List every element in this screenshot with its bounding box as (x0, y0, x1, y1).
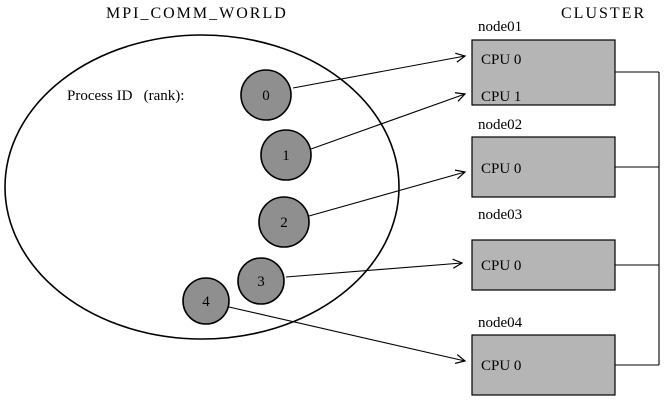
rank-1-label: 1 (282, 148, 290, 164)
node04-rect (471, 334, 616, 396)
node02-group: node02 CPU 0 (471, 117, 616, 198)
rank-circle-4: 4 (182, 277, 230, 325)
arrow-rank1-to-node01-cpu1 (310, 92, 467, 150)
node04-cpu0-label: CPU 0 (481, 358, 521, 374)
arrow-rank4-to-node04-cpu0 (228, 306, 467, 364)
node01-group: node01 CPU 0 CPU 1 (471, 19, 616, 106)
rank-4-label: 4 (202, 294, 210, 310)
node04-name: node04 (478, 315, 523, 331)
node03-name: node03 (478, 207, 522, 223)
rank-0-label: 0 (262, 88, 270, 104)
node04-group: node04 CPU 0 (471, 315, 616, 396)
rank-circle-0: 0 (240, 69, 292, 121)
node01-cpu1-label: CPU 1 (481, 89, 521, 105)
node03-cpu0-label: CPU 0 (481, 258, 521, 274)
comm-world-ellipse (4, 34, 400, 340)
rank-2-label: 2 (280, 215, 288, 231)
rank-3-circle (237, 257, 285, 305)
node02-cpu0-label: CPU 0 (481, 161, 521, 177)
process-id-label: Process ID (rank): (67, 88, 184, 104)
arrow-rank2-to-node02-cpu0 (308, 169, 467, 217)
arrow-rank0-to-node01-cpu0 (292, 52, 467, 89)
node01-rect (471, 39, 616, 106)
rank-0-circle (240, 69, 292, 121)
node01-name: node01 (478, 19, 522, 35)
rank-circle-3: 3 (237, 257, 285, 305)
rank-circle-1: 1 (260, 129, 312, 181)
node02-name: node02 (478, 117, 522, 133)
node03-rect (471, 239, 616, 291)
arrow-rank3-to-node03-cpu0 (285, 258, 464, 278)
rank-4-circle (182, 277, 230, 325)
comm-world-title: MPI_COMM_WORLD (106, 5, 288, 22)
rank-3-label: 3 (257, 274, 265, 290)
rank-1-circle (260, 129, 312, 181)
node02-rect (471, 136, 616, 198)
rank-circle-2: 2 (258, 196, 310, 248)
cluster-title: CLUSTER (561, 5, 646, 22)
node03-group: node03 CPU 0 (471, 207, 616, 291)
rank-2-circle (258, 196, 310, 248)
node01-cpu0-label: CPU 0 (481, 52, 521, 68)
